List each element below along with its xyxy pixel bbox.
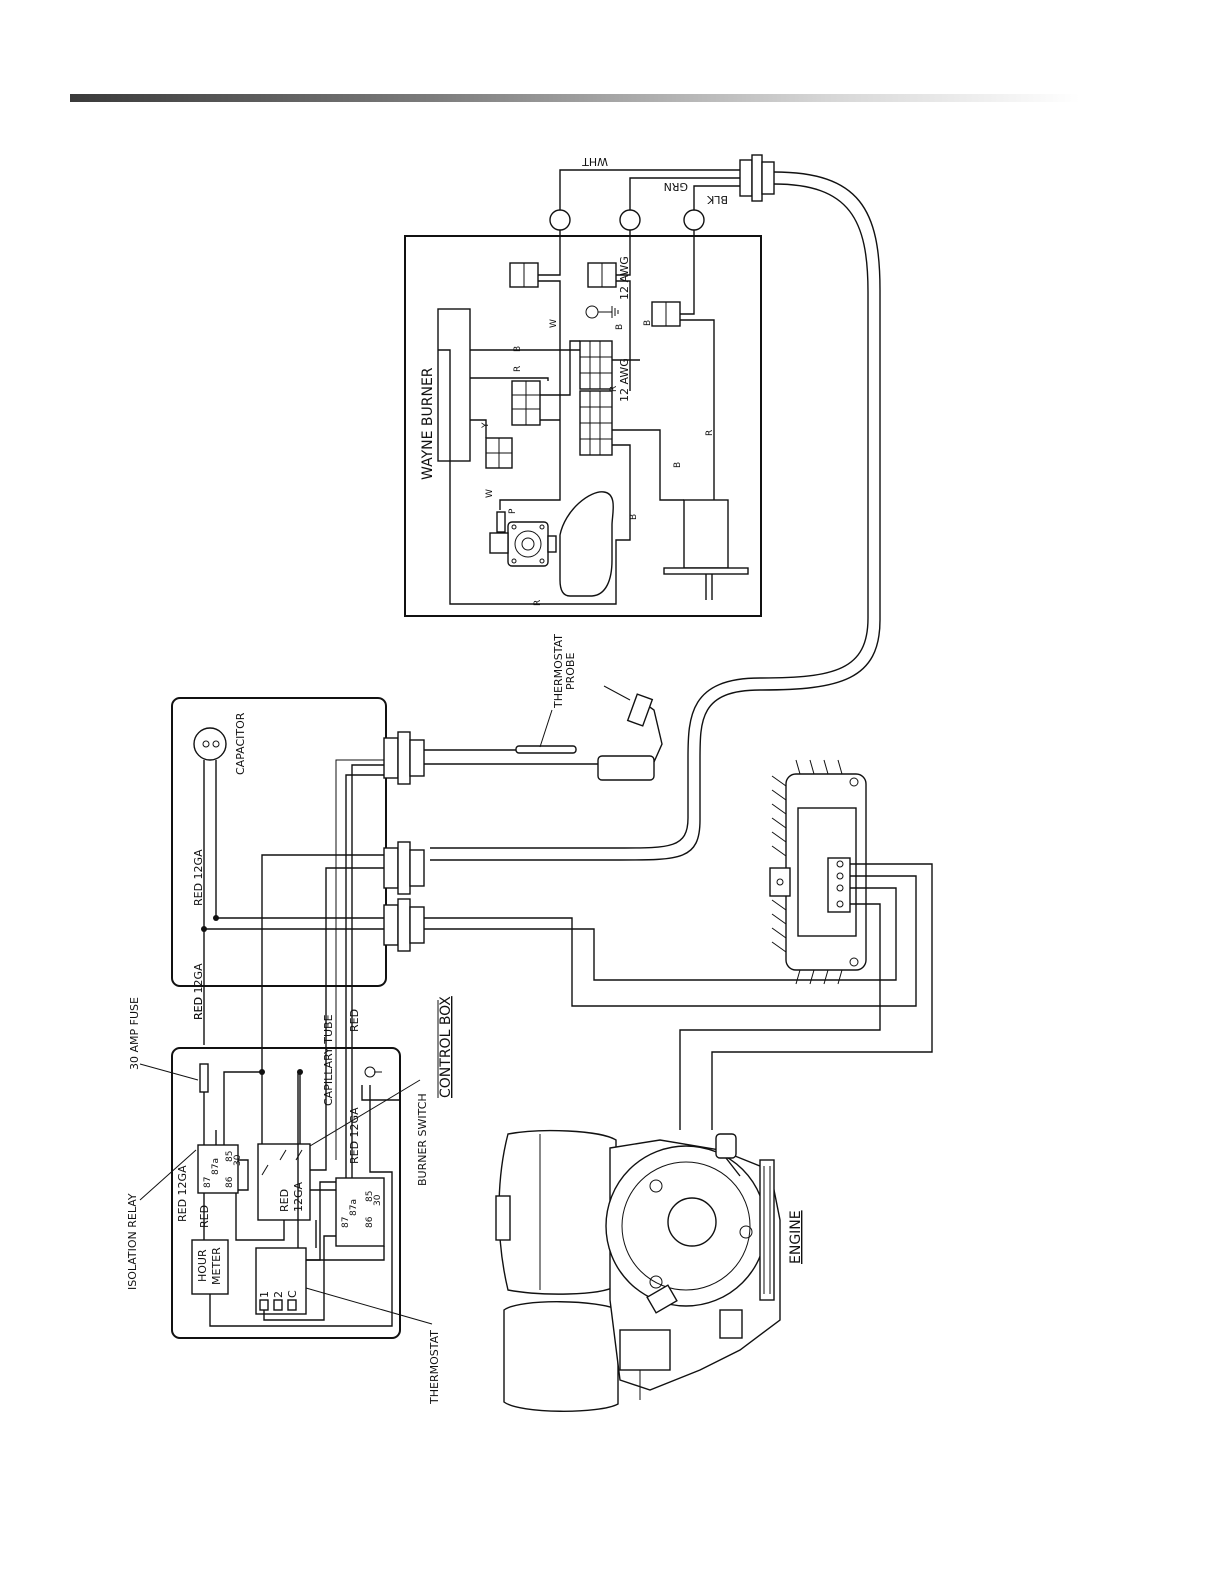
wire-color-wht: WHT — [582, 155, 608, 168]
wire-color-blk: BLK — [706, 193, 728, 206]
wire-label: B — [629, 514, 639, 520]
wire-label: B — [513, 346, 523, 352]
thermostat-terminal: C — [286, 1290, 299, 1298]
cable-gland — [384, 732, 424, 784]
thermostat-terminal: 2 — [272, 1291, 285, 1298]
voltage-regulator — [770, 760, 866, 984]
switch-label-red: RED — [278, 1189, 291, 1212]
relay-pin: 30 — [373, 1194, 383, 1206]
hour-meter-label: METER — [210, 1247, 223, 1285]
engine — [496, 1131, 780, 1412]
wire-color-grn: GRN — [664, 180, 688, 193]
wire-label-red: RED — [192, 997, 205, 1020]
wayne-burner-panel: WAYNE BURNER — [405, 236, 761, 616]
thermostat-probe — [424, 686, 662, 780]
wire-gauge-label: 12 AWG — [618, 358, 631, 402]
fuse-label: 30 AMP FUSE — [128, 997, 141, 1070]
engine-title: ENGINE — [788, 1210, 804, 1264]
cable-gland-top — [740, 155, 774, 201]
burner-transformer — [438, 309, 470, 461]
burner-relay — [336, 1178, 384, 1246]
burner-control-upper — [580, 341, 612, 389]
relay-pin: 87 — [341, 1217, 351, 1228]
wire-label: P — [508, 508, 518, 514]
wire-label: R — [533, 600, 543, 606]
capacitor-enclosure: CAPACITOR RED 12GA RED 12GA — [172, 698, 390, 1045]
wire-label: R — [705, 430, 715, 436]
thermostat-label: THERMOSTAT — [428, 1330, 441, 1405]
wire-label: R — [513, 366, 523, 372]
fuse-icon — [200, 1064, 208, 1092]
wire-label-red: RED — [198, 1205, 211, 1228]
wire-label: W — [485, 489, 495, 498]
wire-label: W — [549, 319, 559, 328]
capacitor-label: CAPACITOR — [234, 712, 247, 775]
thermostat-terminal: 1 — [258, 1291, 271, 1298]
capillary-tube-label: CAPILLARY TUBE — [322, 1014, 335, 1106]
relay-pin: 87a — [211, 1158, 221, 1175]
wire-label: B — [673, 462, 683, 468]
cable-gland — [384, 899, 424, 951]
wire-label: Y — [481, 422, 491, 429]
wire-label-red: RED — [348, 1009, 361, 1032]
relay-pin: 87 — [203, 1177, 213, 1188]
wire-label-red-12ga: RED 12GA — [192, 849, 205, 906]
relay-pin: 87a — [349, 1199, 359, 1216]
wire-gauge-label: 12 AWG — [618, 256, 631, 300]
relay-pin: 86 — [225, 1176, 235, 1188]
wire-label: B — [643, 320, 653, 326]
cable-gland — [384, 842, 424, 894]
wire-label: B — [615, 324, 625, 330]
capacitor-icon — [194, 728, 226, 760]
burner-switch-label: BURNER SWITCH — [416, 1093, 429, 1186]
wayne-burner-label: WAYNE BURNER — [420, 367, 436, 480]
hour-meter-label: HOUR — [196, 1249, 209, 1282]
thermostat-probe-label: PROBE — [564, 653, 577, 690]
relay-pin: 86 — [365, 1216, 375, 1228]
isolation-relay-label: ISOLATION RELAY — [126, 1193, 139, 1290]
wire-label-red-12ga: RED 12GA — [176, 1165, 189, 1222]
control-box-title: CONTROL BOX — [438, 996, 454, 1098]
wire-label-red-12ga: RED 12GA — [348, 1107, 361, 1164]
